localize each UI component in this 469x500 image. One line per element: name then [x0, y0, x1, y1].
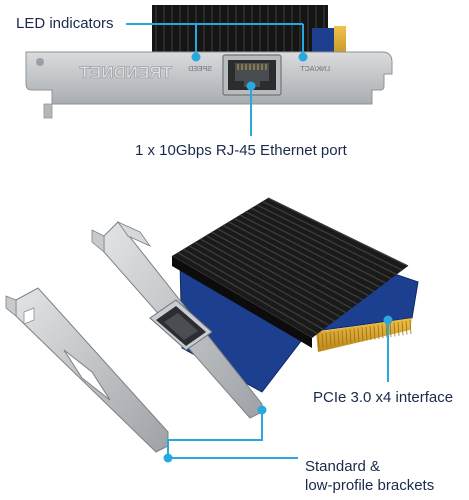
bracket-dot-lowprofile: [163, 453, 173, 463]
gold-finger: [317, 333, 320, 349]
port-dot: [246, 81, 256, 91]
gold-finger: [337, 330, 340, 345]
brackets-label: Standard & low-profile brackets: [305, 457, 434, 495]
gold-finger: [377, 324, 380, 339]
gold-finger: [321, 333, 324, 348]
led-callout: [126, 23, 308, 62]
gold-finger: [373, 325, 376, 340]
top-rj45-port: [222, 54, 282, 96]
gold-finger: [345, 329, 348, 344]
heatsink-fin: [267, 197, 409, 267]
gold-finger: [369, 326, 372, 341]
led-indicators-label: LED indicators: [16, 15, 114, 32]
heatsink-fin: [182, 248, 324, 331]
top-card-view: TRENDNET SPEED LNK/ACT: [25, 5, 393, 119]
gold-finger: [365, 326, 368, 341]
gold-finger: [381, 324, 384, 339]
gold-finger: [409, 319, 412, 335]
bracket-speed-text: SPEED: [188, 66, 212, 73]
bracket-lnkact-text: LNK/ACT: [300, 66, 330, 73]
heatsink-fin: [233, 217, 375, 293]
brackets-callout: [163, 405, 298, 463]
gold-finger: [385, 323, 388, 338]
heatsink-fin: [177, 251, 318, 335]
heatsink-fin: [194, 241, 335, 322]
gold-finger: [389, 323, 392, 338]
bottom-card-view: [5, 197, 419, 453]
led-link-dot: [298, 52, 308, 62]
gold-finger: [349, 329, 352, 344]
heatsink-fin: [256, 204, 398, 276]
gold-finger: [357, 327, 360, 342]
gold-finger: [397, 321, 400, 336]
gold-finger: [333, 331, 336, 346]
led-speed-dot: [191, 52, 201, 62]
heatsink-fin: [216, 228, 358, 305]
bottom-rj45-port: [149, 299, 213, 351]
heatsink-fin: [228, 221, 369, 297]
heatsink-fin: [205, 234, 347, 314]
heatsink-fin: [188, 245, 330, 326]
heatsink-fin: [211, 231, 352, 309]
gold-finger: [329, 332, 332, 347]
gold-finger: [405, 320, 408, 335]
gold-finger: [353, 328, 356, 343]
gold-finger: [401, 321, 404, 336]
gold-finger: [361, 327, 364, 342]
top-heatsink: [152, 5, 328, 57]
heatsink-fin: [262, 200, 403, 271]
gold-finger: [393, 322, 396, 337]
gold-finger: [341, 330, 344, 345]
heatsink-fin: [222, 224, 364, 301]
heatsink-fin: [245, 211, 386, 284]
gold-finger: [325, 332, 328, 347]
brackets-label-line2: low-profile brackets: [305, 477, 435, 494]
low-profile-cutout: [63, 349, 111, 401]
pcie-dot: [383, 315, 393, 325]
bracket-brand-text: TRENDNET: [79, 63, 172, 82]
heatsink-fin: [239, 214, 381, 288]
pcie-interface-label: PCIe 3.0 x4 interface: [313, 389, 454, 406]
top-bracket-plate: [25, 51, 393, 105]
brackets-label-line1: Standard &: [305, 458, 381, 475]
bracket-dot-fullheight: [257, 405, 267, 415]
heatsink-fin: [250, 207, 392, 280]
port-callout: [246, 81, 256, 136]
ethernet-port-label: 1 x 10Gbps RJ-45 Ethernet port: [135, 142, 347, 159]
low-profile-bracket: [15, 287, 169, 453]
pcie-callout: [383, 315, 393, 382]
heatsink-fin: [199, 238, 341, 318]
